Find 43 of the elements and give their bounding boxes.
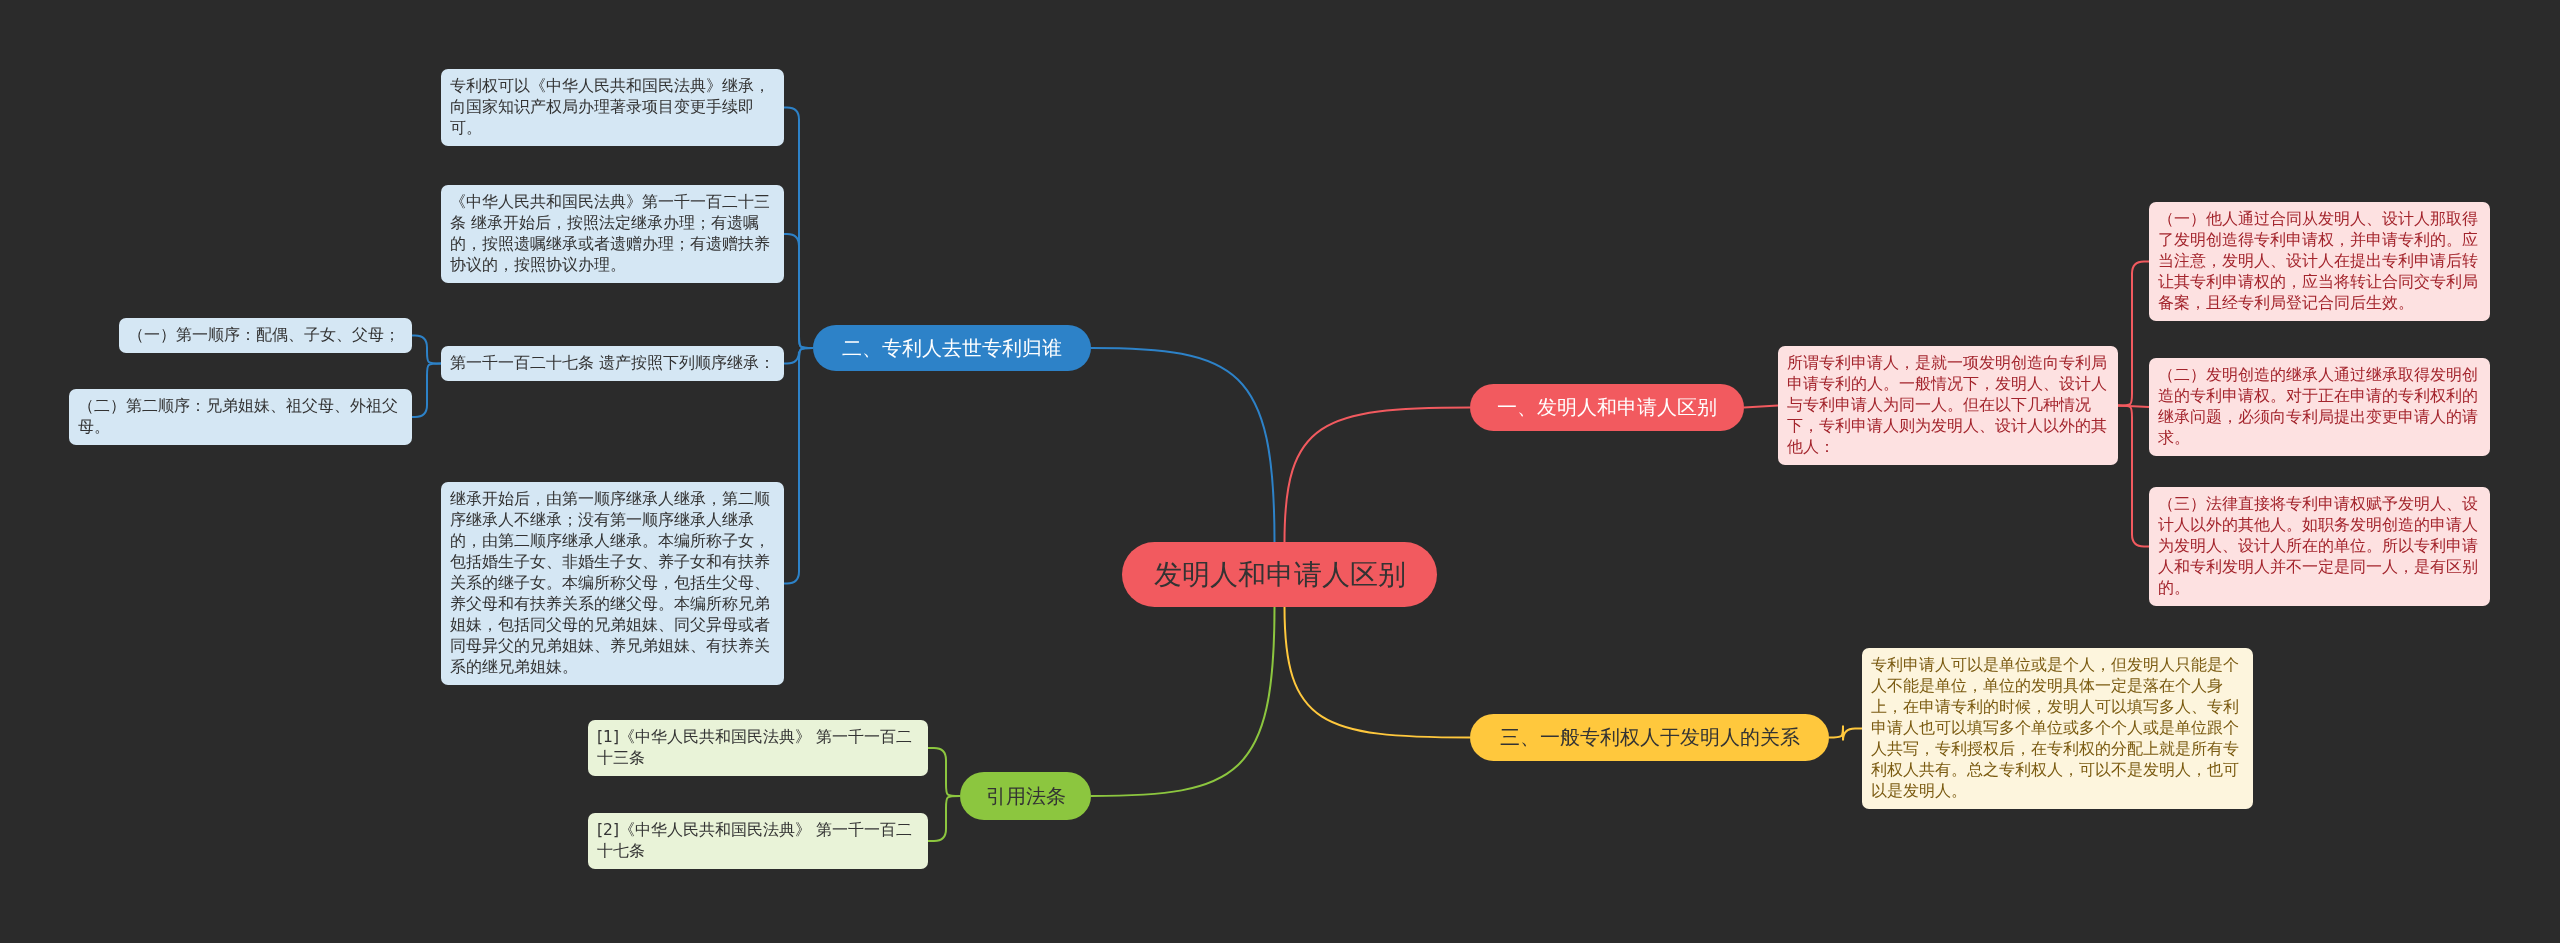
connector-line: [411, 334, 442, 365]
topic-box: [1778, 346, 2118, 465]
topic-text: [1]《中华人民共和国民法典》 第一千一百二十三条: [597, 727, 913, 769]
topic-box: [2149, 358, 2490, 456]
topic-text: 一、发明人和申请人区别: [1497, 394, 1717, 421]
topic-text: 《中华人民共和国民法典》第一千一百二十三条 继承开始后，按照法定继承办理；有遗嘱的，按照遗嘱继承或者遗赠办理；有遗赠扶养协议的，按照协议办理。: [450, 192, 771, 276]
topic-text: （一）他人通过合同从发明人、设计人那取得了发明创造得专利申请权，并申请专利的。应当注意，发明人、设计人在提出专利申请后转让其专利申请权的，应当将转让合同交专利局备案，且经专利局登记合同后生效。: [2158, 209, 2479, 314]
topic-box: [588, 813, 928, 869]
topic-text: 第一千一百二十七条 遗产按照下列顺序继承：: [450, 353, 775, 374]
topic-box: [69, 389, 412, 445]
branch-topic: [1470, 384, 1744, 431]
topic-box: [588, 720, 928, 776]
connector-line: [411, 362, 442, 418]
connector-line: [927, 795, 961, 842]
connector-line: [1828, 724, 1863, 742]
topic-box: [441, 185, 784, 283]
branch-topic: [960, 772, 1091, 820]
connector-line: [1283, 406, 1471, 543]
connector-line: [1283, 606, 1471, 739]
topic-box: [119, 318, 412, 353]
topic-text: 专利权可以《中华人民共和国民法典》继承，向国家知识产权局办理著录项目变更手续即可。: [450, 76, 771, 139]
topic-box: [441, 346, 784, 381]
connector-line: [783, 347, 814, 585]
topic-text: 发明人和申请人区别: [1153, 556, 1406, 593]
topic-text: 引用法条: [985, 782, 1066, 810]
connector-line: [1743, 404, 1779, 409]
connector-line: [1090, 347, 1276, 543]
connector-line: [1090, 606, 1276, 797]
topic-text: [2]《中华人民共和国民法典》 第一千一百二十七条: [597, 820, 913, 862]
topic-text: 三、一般专利权人于发明人的关系: [1499, 724, 1800, 751]
topic-text: （二）第二顺序：兄弟姐妹、祖父母、外祖父母。: [78, 396, 399, 438]
topic-text: （三）法律直接将专利申请权赋予发明人、设计人以外的其他人。如职务发明创造的申请人为发明人、设计人所在的单位。所以专利申请人和专利发明人并不一定是同一人，是有区别的。: [2158, 494, 2479, 599]
topic-box: [441, 69, 784, 146]
topic-text: 专利申请人可以是单位或是个人，但发明人只能是个人不能是单位，单位的发明具体一定是落在个人身上，在申请专利的时候，发明人可以填写多人、专利申请人也可以填写多个单位或多个个人或是单位跟个人共写，专利授权后，在专利权的分配上就是所有专利权人共有。总之专利权人，可以不是发明人，也可以是发明人。: [1871, 655, 2240, 802]
topic-box: [2149, 487, 2490, 606]
topic-text: 二、专利人去世专利归谁: [842, 334, 1062, 362]
topic-text: （二）发明创造的继承人通过继承取得发明创造的专利申请权。对于正在申请的专利权利的继承问题，必须向专利局提出变更申请人的请求。: [2158, 365, 2479, 449]
branch-topic: [1470, 714, 1829, 761]
branch-topic: [813, 325, 1091, 371]
topic-text: （一）第一顺序：配偶、子女、父母；: [128, 325, 401, 346]
topic-text: 继承开始后，由第一顺序继承人继承，第二顺序继承人不继承；没有第一顺序继承人继承的，由第二顺序继承人继承。本编所称子女，包括婚生子女、非婚生子女、养子女和有扶养关系的继子女。本编所称父母，包括生父母、养父母和有扶养关系的继父母。本编所称兄弟姐妹，包括同父母的兄弟姐妹、同父异母或者同母异父的兄弟姐妹、养兄弟姐妹、有扶养关系的继兄弟姐妹。: [450, 489, 771, 678]
topic-box: [2149, 202, 2490, 321]
topic-text: 所谓专利申请人，是就一项发明创造向专利局申请专利的人。一般情况下，发明人、设计人与专利申请人为同一人。但在以下几种情况下，专利申请人则为发明人、设计人以外的其他人：: [1787, 353, 2108, 458]
